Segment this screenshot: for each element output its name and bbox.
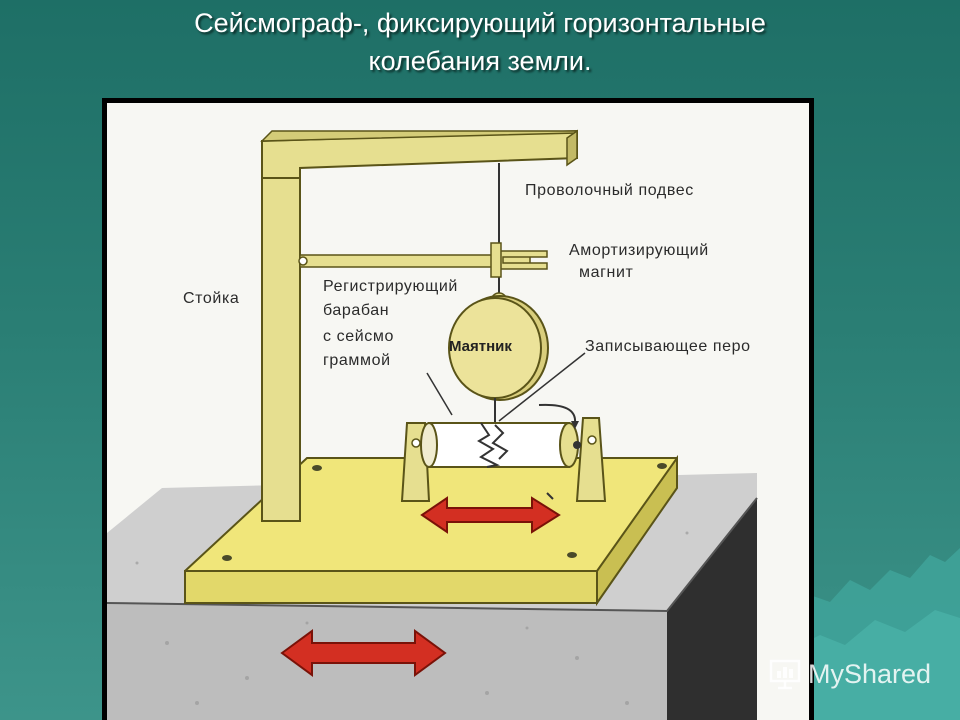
screw-icon (222, 555, 232, 561)
wire-suspension-label: Проволочный подвес (525, 182, 694, 199)
seismogram-trace (477, 422, 501, 468)
pendulum: Маятник (448, 292, 549, 423)
base-board (184, 454, 678, 607)
screw-icon (567, 552, 577, 558)
watermark: MyShared (768, 654, 931, 694)
drum-label-line1: Регистрирующий (323, 278, 458, 295)
stand-label: Стойка (183, 290, 239, 307)
stand-post (260, 129, 578, 522)
presentation-board-icon (769, 659, 801, 690)
screw-icon (657, 463, 667, 469)
screw-icon (312, 465, 322, 471)
slide-title: Сейсмограф-, фиксирующий горизонтальные … (0, 4, 960, 80)
damping-magnet (490, 242, 548, 278)
pen-label: Записывающее перо (585, 338, 751, 355)
mountain-decoration (790, 548, 960, 720)
title-line-2: колебания земли. (368, 46, 592, 76)
ground-motion-arrow (280, 629, 447, 677)
recording-drum (420, 403, 581, 500)
title-line-1: Сейсмограф-, фиксирующий горизонтальные (194, 8, 766, 38)
drum-label-line3: с сейсмо (323, 328, 394, 345)
base-motion-arrow (420, 496, 561, 534)
drum-label-line4: граммой (323, 352, 391, 369)
seismograph-diagram: Маятник (102, 98, 814, 720)
magnet-arm (298, 254, 531, 268)
drum-label-line2: барабан (323, 302, 389, 319)
pendulum-label: Маятник (449, 338, 512, 355)
diagram-canvas: Маятник (107, 103, 809, 720)
damping-magnet-label-line1: Амортизирующий (569, 242, 709, 259)
rotation-arrow (538, 403, 577, 424)
damping-magnet-label-line2: магнит (579, 264, 634, 281)
watermark-text: MyShared (808, 658, 932, 689)
drum-supports (400, 417, 607, 502)
